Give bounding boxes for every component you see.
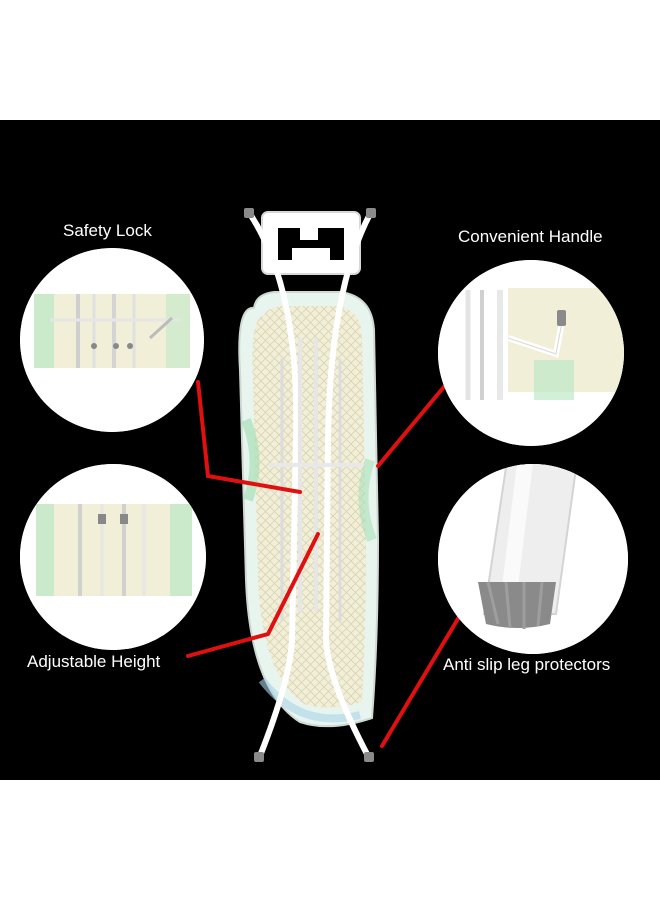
label-safety-lock: Safety Lock bbox=[63, 221, 152, 240]
leg-caps bbox=[244, 208, 376, 762]
zoom-circle-convenient-handle bbox=[438, 260, 624, 446]
label-adjustable-height: Adjustable Height bbox=[27, 652, 161, 671]
zoom-circle-adjustable-height bbox=[20, 464, 206, 650]
zoom-circle-safety-lock bbox=[20, 248, 204, 432]
label-convenient-handle: Convenient Handle bbox=[458, 227, 603, 246]
board-frame bbox=[247, 211, 373, 759]
product-feature-panel: Safety Lock Convenient Handle Adjustable… bbox=[0, 120, 660, 780]
label-anti-slip: Anti slip leg protectors bbox=[443, 655, 611, 674]
ironing-board-illustration bbox=[186, 208, 464, 762]
pointer-adjustable-height bbox=[186, 532, 320, 658]
pointer-convenient-handle bbox=[376, 380, 450, 468]
zoom-circle-anti-slip bbox=[438, 464, 628, 654]
board-body bbox=[238, 291, 380, 728]
iron-rest bbox=[261, 211, 361, 275]
